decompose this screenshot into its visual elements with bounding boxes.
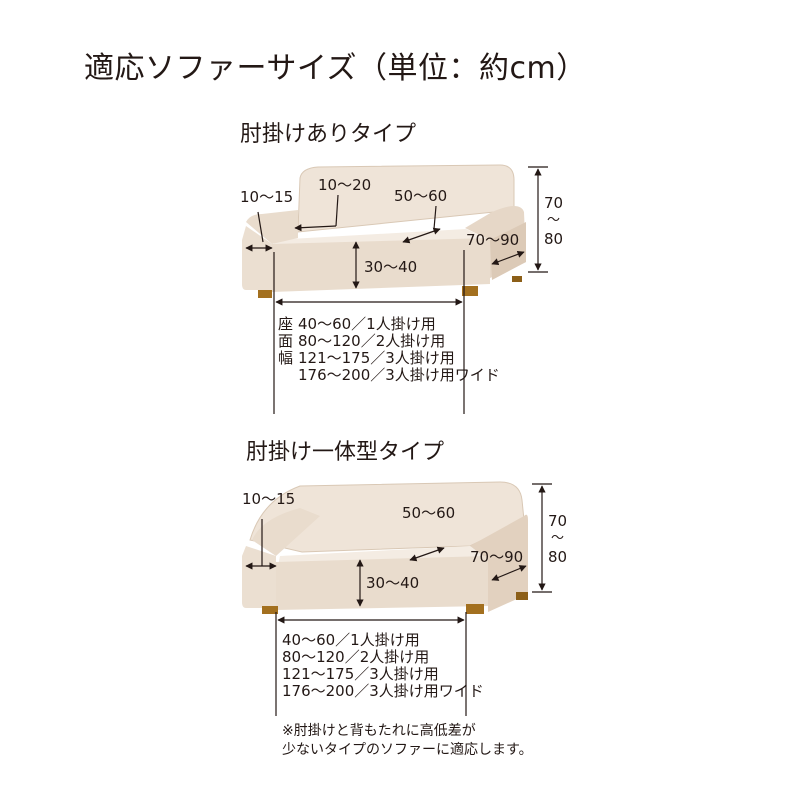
type2-seat-width-1: 40～60／1人掛け用 [282, 631, 420, 649]
type2-seat-width-3: 121～175／3人掛け用 [282, 665, 439, 683]
type1-armrest-height-label: 10～20 [318, 176, 372, 194]
type1-seat-width-1: 40～60／1人掛け用 [298, 315, 436, 333]
type2-seat-depth-label: 50～60 [402, 504, 456, 522]
type2-total-depth-label: 70～90 [470, 548, 524, 566]
seat-width-char-3: 幅 [278, 349, 294, 367]
seat-width-char-1: 座 [278, 315, 294, 333]
type2-seat-width-2: 80～120／2人掛け用 [282, 648, 430, 666]
type1-seat-width-list: 40～60／1人掛け用 80～120／2人掛け用 121～175／3人掛け用 1… [298, 316, 500, 384]
type2-back-height-bottom: 80 [548, 548, 568, 566]
type2-seat-width-list: 40～60／1人掛け用 80～120／2人掛け用 121～175／3人掛け用 1… [282, 632, 484, 700]
type1-armrest-width-label: 10～15 [240, 188, 294, 206]
type1-back-height-tilde: ～ [547, 213, 561, 228]
sofa-integrated-armrests [242, 481, 528, 614]
type1-seat-width-2: 80～120／2人掛け用 [298, 332, 446, 350]
type2-heading: 肘掛け一体型タイプ [246, 440, 445, 465]
seat-width-char-2: 面 [278, 332, 294, 350]
compatibility-note: ※肘掛けと背もたれに高低差が 少ないタイプのソファーに適応します。 [282, 722, 533, 760]
type2-seat-width-4: 176～200／3人掛け用ワイド [282, 682, 484, 700]
type2-seat-height-label: 30～40 [366, 574, 420, 592]
type1-back-height-top: 70 [544, 194, 564, 212]
type1-heading: 肘掛けありタイプ [240, 122, 417, 147]
type2-armrest-width-label: 10～15 [242, 490, 296, 508]
type1-total-depth-label: 70～90 [466, 231, 520, 249]
type1-seat-width-4: 176～200／3人掛け用ワイド [298, 366, 500, 384]
type2-back-height-top: 70 [548, 512, 568, 530]
note-line-2: 少ないタイプのソファーに適応します。 [282, 742, 533, 758]
page-title: 適応ソファーサイズ（単位：約cm） [84, 51, 587, 86]
sofa-with-armrests [242, 164, 526, 298]
type1-seat-width-3: 121～175／3人掛け用 [298, 349, 455, 367]
sofa2-dimension-lines [245, 483, 552, 716]
sofa1-dimension-lines [245, 166, 548, 414]
type1-back-height-bottom: 80 [544, 230, 564, 248]
type1-seat-height-label: 30～40 [364, 258, 418, 276]
type2-back-height-tilde: ～ [551, 531, 565, 546]
note-line-1: ※肘掛けと背もたれに高低差が [282, 723, 476, 739]
type1-seat-depth-label: 50～60 [394, 187, 448, 205]
type1-seat-width-caption: 座 面 幅 [278, 316, 293, 367]
